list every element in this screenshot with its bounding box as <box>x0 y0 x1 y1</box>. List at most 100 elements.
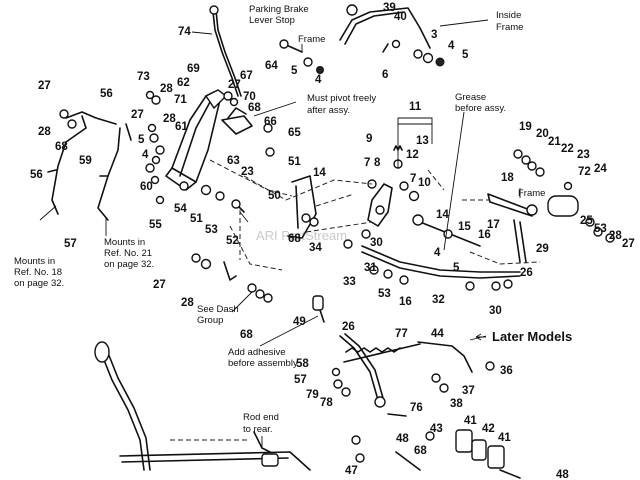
callout-53: 53 <box>205 224 218 236</box>
callout-68: 68 <box>55 141 68 153</box>
callout-16: 16 <box>478 229 491 241</box>
callout-57: 57 <box>294 374 307 386</box>
callout-6: 6 <box>382 69 388 81</box>
note-parking-brake-2: Lever Stop <box>249 15 295 26</box>
callout-11: 11 <box>409 101 422 113</box>
callout-28: 67 <box>240 70 253 82</box>
callout-39: 39 <box>383 2 396 14</box>
callout-57: 57 <box>64 238 77 250</box>
callout-44: 44 <box>431 328 444 340</box>
annotation-notes: Parking Brake Lever Stop Frame Inside Fr… <box>14 4 572 435</box>
callout-17: 17 <box>487 219 500 231</box>
callout-66: 66 <box>264 116 277 128</box>
callout-53: 53 <box>378 288 391 300</box>
callout-71: 71 <box>174 94 187 106</box>
note-see-dash-1: See Dash <box>197 304 239 315</box>
note-adhesive-1: Add adhesive <box>228 347 286 358</box>
callout-52: 52 <box>226 235 239 247</box>
callout-23: 23 <box>577 149 590 161</box>
note-adhesive-2: before assembly <box>228 358 298 369</box>
callout-77: 77 <box>395 328 408 340</box>
callout-28: 28 <box>181 297 194 309</box>
callout-4: 4 <box>315 74 322 86</box>
callout-8: 8 <box>374 157 381 169</box>
callout-15: 15 <box>458 221 471 233</box>
callout-12: 12 <box>406 149 419 161</box>
callout-43: 43 <box>430 423 443 435</box>
note-inside-frame-1: Inside <box>496 10 521 21</box>
label-later-models: Later Models <box>492 329 572 344</box>
callout-7: 7 <box>364 157 370 169</box>
callout-78: 78 <box>320 397 333 409</box>
callout-50: 50 <box>268 190 281 202</box>
callout-68: 70 <box>243 91 256 103</box>
callout-54: 54 <box>174 203 187 215</box>
callout-48: 48 <box>396 433 409 445</box>
callout-29: 29 <box>536 243 549 255</box>
callout-24: 24 <box>594 163 607 175</box>
callout-58: 58 <box>296 358 309 370</box>
callout-5: 5 <box>138 134 145 146</box>
note-mounts21-3: on page 32. <box>104 259 154 270</box>
part-drawings <box>47 4 615 479</box>
part-callouts: 74 39 40 64 5 4 3 4 5 6 73 62 69 27 28 7… <box>30 2 635 480</box>
callout-41: 41 <box>464 415 477 427</box>
callout-69: 69 <box>187 63 200 75</box>
callout-65: 65 <box>288 127 301 139</box>
callout-49: 49 <box>293 316 306 328</box>
callout-19: 19 <box>519 121 532 133</box>
callout-68: 68 <box>240 329 253 341</box>
callout-30: 30 <box>489 305 502 317</box>
callout-20: 20 <box>536 128 549 140</box>
note-mounts18-2: Ref. No. 18 <box>14 267 62 278</box>
callout-73: 73 <box>137 71 150 83</box>
note-rod-end-1: Rod end <box>243 412 279 423</box>
note-must-pivot-2: after assy. <box>307 105 350 116</box>
callout-76: 76 <box>410 402 423 414</box>
callout-bracket-11 <box>397 117 433 126</box>
callout-26: 26 <box>342 321 355 333</box>
callout-40: 40 <box>394 11 407 23</box>
callout-7: 7 <box>410 173 416 185</box>
callout-27: 27 <box>228 79 241 91</box>
callout-68: 68 <box>288 233 301 245</box>
note-see-dash-2: Group <box>197 315 223 326</box>
callout-53: 53 <box>594 223 607 235</box>
callout-60: 60 <box>140 181 153 193</box>
note-frame-right: Frame <box>518 188 545 199</box>
callout-4: 4 <box>434 247 441 259</box>
callout-9: 9 <box>366 133 372 145</box>
callout-21: 21 <box>548 136 561 148</box>
callout-16: 16 <box>399 296 412 308</box>
callout-13: 13 <box>416 135 429 147</box>
callout-3: 3 <box>431 29 437 41</box>
callout-14: 14 <box>436 209 449 221</box>
callout-61: 61 <box>175 121 188 133</box>
callout-34: 34 <box>309 242 322 254</box>
note-frame-top: Frame <box>298 34 325 45</box>
callout-55: 55 <box>149 219 162 231</box>
callout-4: 4 <box>142 149 149 161</box>
note-rod-end-2: to rear. <box>243 424 273 435</box>
note-grease-2: before assy. <box>455 103 506 114</box>
note-grease-1: Grease <box>455 92 486 103</box>
note-parking-brake-1: Parking Brake <box>249 4 309 15</box>
callout-14: 14 <box>313 167 326 179</box>
callout-51: 51 <box>190 213 203 225</box>
callout-62: 62 <box>177 77 190 89</box>
callout-26: 26 <box>520 267 533 279</box>
callout-36: 36 <box>500 365 513 377</box>
callout-41: 41 <box>498 432 511 444</box>
callout-63: 63 <box>227 155 240 167</box>
callout-28: 28 <box>38 126 51 138</box>
callout-22: 22 <box>561 143 574 155</box>
callout-33: 33 <box>343 276 356 288</box>
callout-10: 10 <box>418 177 431 189</box>
callout-18: 18 <box>501 172 514 184</box>
callout-79: 79 <box>306 389 319 401</box>
callout-72: 72 <box>578 166 591 178</box>
callout-28: 28 <box>160 83 173 95</box>
callout-42: 42 <box>482 423 495 435</box>
callout-37: 37 <box>462 385 475 397</box>
